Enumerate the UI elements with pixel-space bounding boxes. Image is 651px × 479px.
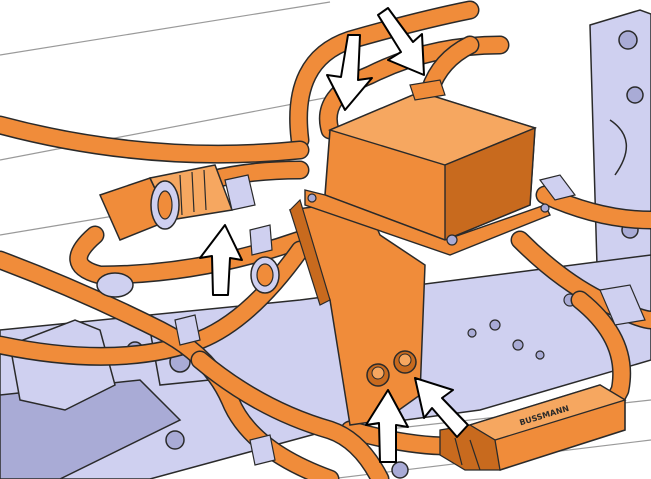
mounting-plate-edge — [289, 198, 331, 306]
callout-arrows — [199, 7, 469, 463]
cable-clamps — [96, 174, 646, 466]
junction-box — [304, 79, 551, 256]
arrow-top-right-icon — [377, 7, 425, 76]
bussmann-module: BUSSMANN — [439, 384, 627, 471]
connector-plug — [98, 164, 256, 241]
arrow-nut-right-icon — [414, 377, 469, 438]
arrow-connector-icon — [199, 224, 243, 296]
arrow-top-left-icon — [326, 34, 373, 111]
mounting-nuts — [366, 350, 417, 387]
arrow-nut-left-icon — [365, 389, 409, 463]
